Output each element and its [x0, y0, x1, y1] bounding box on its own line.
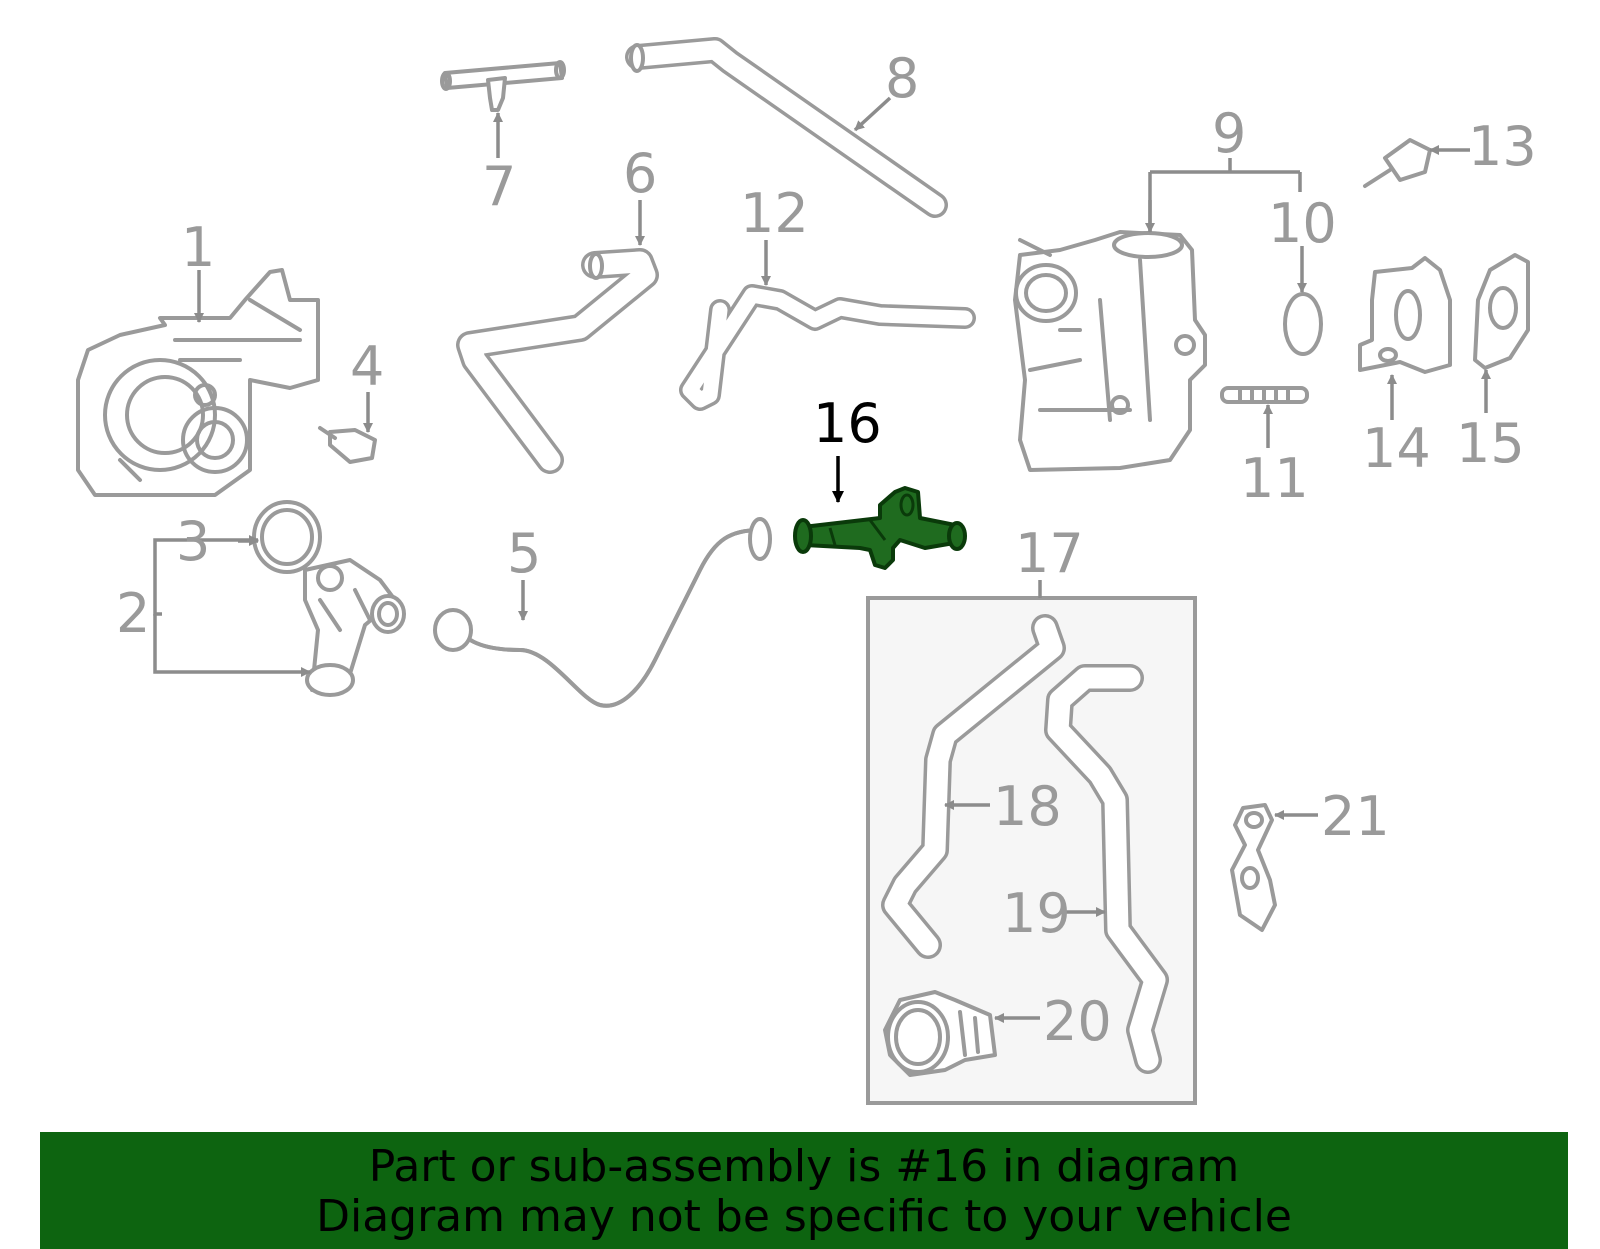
callout-11: 11 — [1240, 447, 1309, 510]
part-3-o-ring[interactable] — [252, 500, 322, 574]
part-6-hose[interactable] — [456, 248, 659, 474]
part-4-sensor[interactable] — [318, 426, 377, 464]
callout-5: 5 — [507, 522, 541, 585]
info-banner: Part or sub-assembly is #16 in diagram D… — [40, 1132, 1568, 1249]
part-2-thermostat-housing[interactable] — [303, 558, 406, 697]
callout-15: 15 — [1456, 412, 1525, 475]
part-14-bracket[interactable] — [1358, 256, 1452, 374]
banner-line-1: Part or sub-assembly is #16 in diagram — [368, 1141, 1240, 1192]
callout-8: 8 — [885, 47, 919, 110]
callout-7: 7 — [482, 155, 516, 218]
callout-6: 6 — [623, 142, 657, 205]
part-8-pipe[interactable] — [625, 37, 948, 218]
callout-19: 19 — [1002, 882, 1071, 945]
callout-13: 13 — [1468, 115, 1537, 178]
callout-10: 10 — [1268, 192, 1337, 255]
part-9-coolant-housing[interactable] — [1013, 230, 1207, 472]
part-7-t-fitting[interactable] — [440, 60, 566, 112]
part-20-clamp[interactable] — [883, 990, 997, 1077]
callout-16: 16 — [813, 392, 882, 455]
part-18-hose[interactable] — [881, 614, 1066, 959]
callout-17: 17 — [1015, 522, 1084, 585]
part-19-hose[interactable] — [1044, 664, 1169, 1074]
part-12-pipe[interactable] — [679, 284, 976, 411]
part-16-water-outlet[interactable] — [793, 486, 967, 570]
part-11-stud[interactable] — [1220, 386, 1309, 404]
callout-9: 9 — [1212, 102, 1246, 165]
part-15-gasket[interactable] — [1473, 253, 1530, 370]
callout-2: 2 — [116, 582, 150, 645]
part-13-sensor[interactable] — [1363, 138, 1432, 188]
callout-18: 18 — [993, 775, 1062, 838]
part-1-water-pump[interactable] — [76, 268, 320, 497]
callout-12: 12 — [740, 182, 809, 245]
callout-3: 3 — [176, 510, 210, 573]
part-5-hose[interactable] — [433, 517, 772, 708]
callout-20: 20 — [1043, 990, 1112, 1053]
banner-line-2: Diagram may not be specific to your vehi… — [316, 1191, 1292, 1242]
leader-lines — [153, 96, 1491, 1023]
callout-21: 21 — [1321, 785, 1390, 848]
callout-4: 4 — [350, 335, 384, 398]
part-10-o-ring[interactable] — [1283, 292, 1323, 356]
callout-labels: 1 2 3 4 5 6 7 8 9 10 11 12 13 14 15 16 1… — [116, 47, 1537, 1053]
callout-1: 1 — [181, 216, 215, 279]
part-21-bracket[interactable] — [1230, 803, 1277, 932]
callout-14: 14 — [1362, 417, 1431, 480]
